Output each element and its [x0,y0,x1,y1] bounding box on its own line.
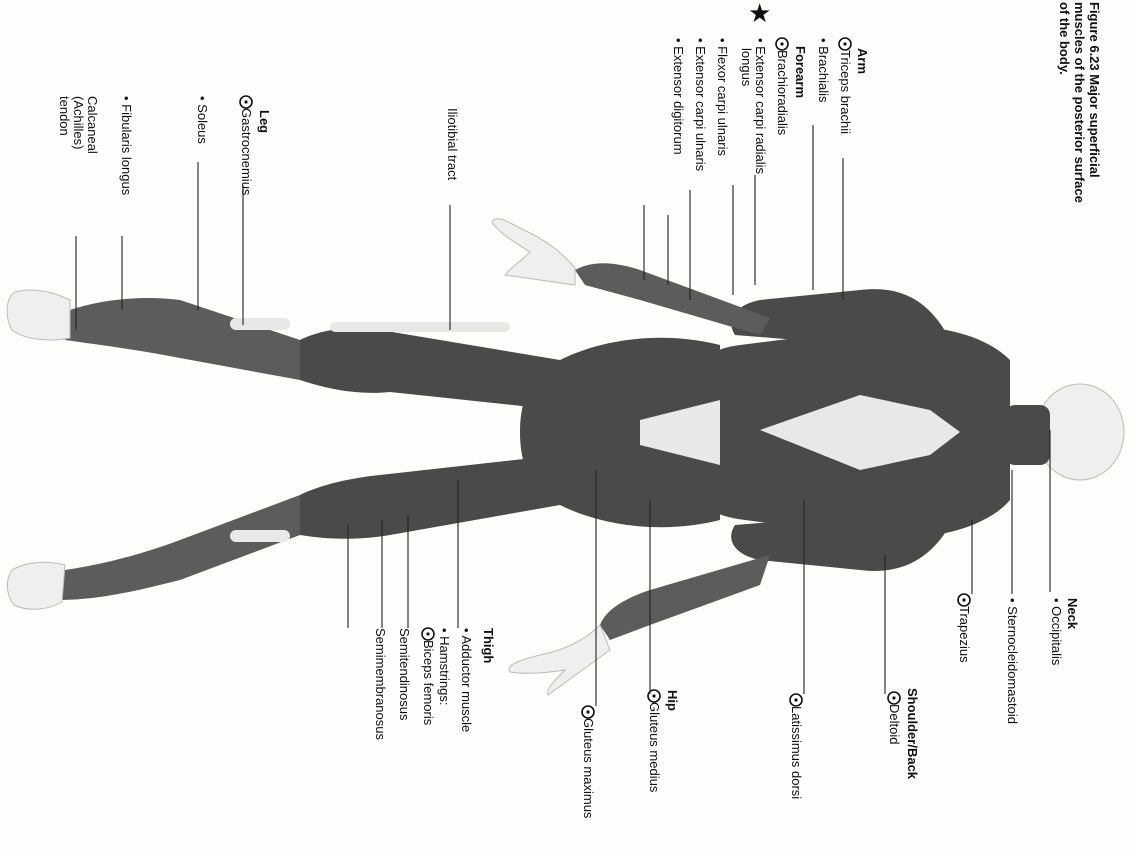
label-extensor-carpi-ulnaris: • Extensor carpi ulnaris [693,38,708,172]
latissimus-label: Latissimus dorsi [789,694,804,799]
label-iliotibial-tract: Iliotibial tract [445,108,460,181]
caption-line-3: of the body. [1057,2,1072,75]
label-calcaneal-1: Calcaneal [85,96,100,154]
foot-bottom [7,562,65,609]
label-semitendinosus: Semitendinosus [397,628,412,721]
heading-leg: Leg [257,110,272,133]
marker-dot-icon [652,694,655,697]
foot-top [7,290,70,340]
marker-dot-icon [843,42,846,45]
hand-bottom [509,625,610,695]
heading-thigh: Thigh [481,628,496,663]
label-adductor-muscle: • Adductor muscle [459,628,474,732]
label-calcaneal-2: (Achilles) [71,96,86,149]
leg-labels: Leg Gastrocnemius • Soleus • Fibularis l… [57,96,272,196]
heading-hip: Hip [665,690,680,711]
label-extensor-digitorum: • Extensor digitorum [671,38,686,155]
marker-dot-icon [244,100,247,103]
neck-labels: Neck • Occipitalis • Sternocleidomastoid [1005,598,1080,724]
label-latissimus-dorsi: Latissimus dorsi [789,706,804,799]
handwritten-star-icon: ★ [748,0,771,29]
marker-dot-icon [780,42,783,45]
gluteus-maximus-label: Gluteus maximus [581,706,596,819]
neck-shape [1005,405,1050,465]
caption-line-1: Figure 6.23 Major superficial [1087,2,1102,178]
shoulder-back-labels: Shoulder/Back Deltoid [887,688,920,780]
label-deltoid: Deltoid [887,704,902,744]
marker-dot-icon [794,698,797,701]
label-triceps-brachii: Triceps brachii [838,50,853,134]
label-trapezius: Trapezius [957,606,972,663]
heading-neck: Neck [1065,598,1080,630]
marker-dot-icon [586,710,589,713]
label-extensor-carpi-radialis: • Extensor carpi radialis [753,38,768,175]
label-soleus: • Soleus [195,96,210,144]
thigh-labels: Thigh • Adductor muscle • Hamstrings: Bi… [373,628,496,740]
marker-dot-icon [426,632,429,635]
heading-forearm: Forearm [793,46,808,98]
hand-top [492,219,575,285]
iliotibial-band [330,322,510,332]
label-biceps-femoris: Biceps femoris [421,640,436,726]
label-hamstrings: • Hamstrings: [437,628,452,706]
forearm-bottom [600,555,770,640]
label-flexor-carpi-ulnaris: • Flexor carpi ulnaris [715,38,730,156]
leg-bottom [60,495,300,600]
marker-dot-icon [892,696,895,699]
leg-top [65,298,300,380]
label-gluteus-medius: Gluteus medius [647,702,662,793]
label-gastrocnemius: Gastrocnemius [239,108,254,196]
heading-shoulder-back: Shoulder/Back [905,688,920,780]
hip-labels: Hip Gluteus medius [647,690,680,793]
label-longus: longus [739,48,754,87]
label-occipitalis: • Occipitalis [1049,598,1064,666]
thigh-bottom [300,455,560,539]
label-semimembranosus: Semimembranosus [373,628,388,740]
muscular-body-illustration [7,219,1124,695]
gastrocnemius-tendon-bottom [230,530,290,542]
heading-arm: Arm [855,48,870,74]
thigh-top [300,328,560,410]
label-gluteus-maximus: Gluteus maximus [581,718,596,819]
trapezius-label: Trapezius [957,594,972,663]
forearm-top [575,263,770,335]
iliotibial-label: Iliotibial tract [445,108,460,181]
caption-line-2: muscles of the posterior surface [1072,2,1087,203]
gastrocnemius-tendon-top [230,318,290,330]
label-calcaneal-3: tendon [57,96,72,136]
label-fibularis-longus: • Fibularis longus [119,96,134,196]
label-brachioradialis: Brachioradialis [775,50,790,136]
marker-dot-icon [962,598,965,601]
arm-forearm-labels: Arm Triceps brachii • Brachialis Forearm… [671,38,870,175]
label-brachialis: • Brachialis [816,38,831,103]
figure-caption: Figure 6.23 Major superficial muscles of… [1057,2,1102,203]
label-sternocleidomastoid: • Sternocleidomastoid [1005,598,1020,724]
